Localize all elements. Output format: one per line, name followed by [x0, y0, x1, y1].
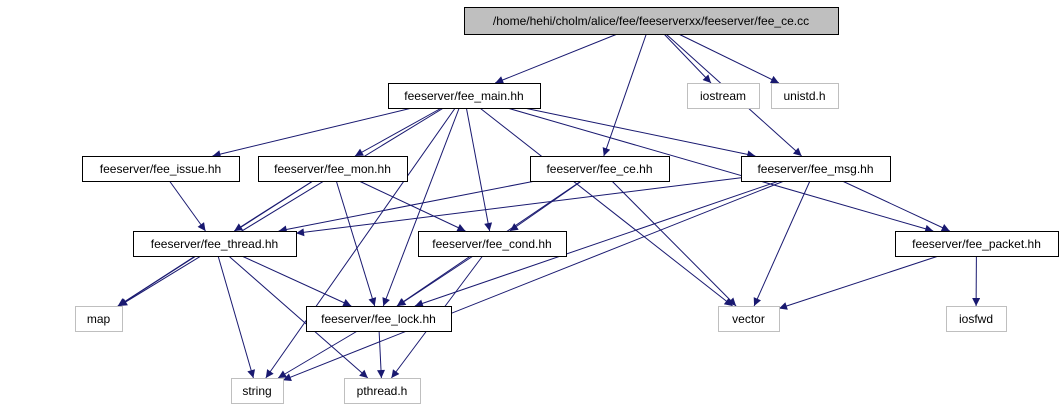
- edge-fee_main-to-fee_lock: [382, 107, 460, 307]
- nodes-layer: /home/hehi/cholm/alice/fee/feeserverxx/f…: [75, 7, 1059, 404]
- edge-fee_msg-to-string: [282, 180, 785, 381]
- edge-root-to-fee_main: [495, 33, 618, 84]
- node-fee_mon[interactable]: feeserver/fee_mon.hh: [258, 156, 408, 182]
- node-label-root: /home/hehi/cholm/alice/fee/feeserverxx/f…: [493, 14, 809, 28]
- edge-fee_main-to-string: [265, 107, 456, 379]
- node-box-fee_ce: [530, 156, 670, 182]
- node-label-map: map: [87, 312, 111, 326]
- node-label-fee_ce: feeserver/fee_ce.hh: [546, 162, 652, 176]
- node-box-fee_packet: [895, 231, 1059, 257]
- node-label-fee_cond: feeserver/fee_cond.hh: [432, 237, 551, 251]
- edge-fee_msg-to-fee_packet: [842, 180, 950, 232]
- edge-root-to-iostream: [663, 33, 712, 84]
- edge-fee_thread-to-pthread: [228, 255, 369, 379]
- edge-fee_main-to-fee_msg: [524, 107, 756, 159]
- edge-fee_main-to-fee_cond: [465, 107, 493, 232]
- node-label-iostream: iostream: [700, 89, 746, 103]
- edge-fee_thread-to-fee_lock: [241, 255, 352, 307]
- node-iosfwd: iosfwd: [946, 306, 1007, 332]
- node-root[interactable]: /home/hehi/cholm/alice/fee/feeserverxx/f…: [464, 7, 839, 35]
- edge-fee_main-to-fee_issue: [212, 107, 413, 159]
- edge-root-to-fee_ce: [602, 33, 647, 157]
- edge-fee_ce-to-vector: [611, 180, 737, 307]
- node-box-pthread: [344, 378, 421, 404]
- node-iostream: iostream: [687, 83, 760, 109]
- node-fee_lock[interactable]: feeserver/fee_lock.hh: [306, 306, 452, 332]
- node-map: map: [75, 306, 123, 332]
- edge-fee_msg-to-fee_lock: [414, 180, 780, 308]
- node-label-pthread: pthread.h: [357, 384, 408, 398]
- node-fee_thread[interactable]: feeserver/fee_thread.hh: [133, 231, 297, 257]
- edge-fee_ce-to-fee_thread: [278, 180, 536, 234]
- edge-fee_thread-to-map: [117, 255, 196, 307]
- node-unistd: unistd.h: [771, 83, 839, 109]
- edge-fee_main-to-map: [118, 107, 444, 307]
- node-fee_issue[interactable]: feeserver/fee_issue.hh: [82, 156, 240, 182]
- edge-fee_main-to-fee_mon: [354, 107, 442, 157]
- node-box-fee_cond: [418, 231, 567, 257]
- edge-fee_mon-to-fee_lock: [335, 180, 377, 307]
- node-label-fee_lock: feeserver/fee_lock.hh: [321, 312, 436, 326]
- node-fee_main[interactable]: feeserver/fee_main.hh: [388, 83, 541, 109]
- node-pthread: pthread.h: [344, 378, 421, 404]
- node-label-string: string: [242, 384, 271, 398]
- node-box-iostream: [687, 83, 760, 109]
- edge-root-to-unistd: [678, 33, 780, 84]
- edge-fee_msg-to-fee_thread: [295, 177, 742, 237]
- node-box-string: [231, 378, 284, 404]
- node-box-fee_msg: [741, 156, 891, 182]
- node-fee_msg[interactable]: feeserver/fee_msg.hh: [741, 156, 891, 182]
- edge-fee_packet-to-vector: [778, 255, 939, 310]
- edge-fee_thread-to-string: [217, 255, 256, 379]
- edge-fee_main-to-fee_packet: [507, 107, 934, 233]
- edge-fee_main-to-vector: [479, 107, 733, 307]
- node-box-map: [75, 306, 123, 332]
- node-label-fee_thread: feeserver/fee_thread.hh: [151, 237, 278, 251]
- node-fee_cond[interactable]: feeserver/fee_cond.hh: [418, 231, 567, 257]
- edges-layer: [117, 33, 981, 381]
- node-box-fee_issue: [82, 156, 240, 182]
- node-vector: vector: [718, 306, 780, 332]
- edge-fee_msg-to-vector: [753, 180, 811, 307]
- node-label-fee_mon: feeserver/fee_mon.hh: [274, 162, 391, 176]
- node-box-fee_lock: [306, 306, 452, 332]
- node-box-iosfwd: [946, 306, 1007, 332]
- node-label-unistd: unistd.h: [783, 89, 825, 103]
- node-label-iosfwd: iosfwd: [959, 312, 993, 326]
- node-box-vector: [718, 306, 780, 332]
- node-label-fee_msg: feeserver/fee_msg.hh: [757, 162, 873, 176]
- node-box-root: [464, 7, 839, 35]
- node-label-fee_packet: feeserver/fee_packet.hh: [912, 237, 1041, 251]
- edge-fee_issue-to-fee_thread: [169, 180, 206, 232]
- node-label-fee_main: feeserver/fee_main.hh: [404, 89, 523, 103]
- edge-fee_lock-to-string: [277, 330, 358, 379]
- node-fee_ce[interactable]: feeserver/fee_ce.hh: [530, 156, 670, 182]
- node-box-fee_mon: [258, 156, 408, 182]
- edge-fee_cond-to-fee_lock: [397, 255, 474, 307]
- node-label-vector: vector: [732, 312, 765, 326]
- node-box-fee_main: [388, 83, 541, 109]
- node-string: string: [231, 378, 284, 404]
- edge-fee_mon-to-fee_cond: [358, 180, 466, 232]
- edge-fee_lock-to-pthread: [377, 330, 386, 379]
- node-fee_packet[interactable]: feeserver/fee_packet.hh: [895, 231, 1059, 257]
- node-box-fee_thread: [133, 231, 297, 257]
- node-label-fee_issue: feeserver/fee_issue.hh: [100, 162, 221, 176]
- node-box-unistd: [771, 83, 839, 109]
